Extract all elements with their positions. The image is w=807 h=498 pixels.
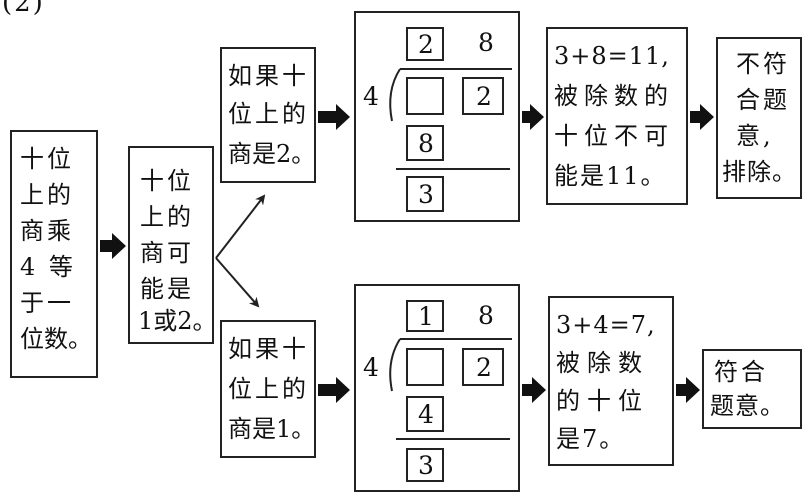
top-verdict-line-3: 意, [736,122,774,150]
bottom-result-line-4: 是7。 [556,425,626,453]
bottom-division-bar [400,338,512,340]
start-box-line-6: 位数。 [20,325,92,353]
possible-quotient-line-5: 1或2。 [138,307,217,335]
possible-quotient-line-2: 上的 [140,203,194,231]
bottom-result-line-1: 3+4=7, [556,311,656,339]
top-verdict-line-4: 排除。 [722,158,797,186]
start-box-line-4: 4 等 [20,253,76,281]
top-condition-box: 如果十 位上的 商是2。 [220,47,316,183]
possible-quotient-line-1: 十位 [140,167,194,195]
bottom-quotient-tens-box: 1 [406,300,444,332]
arrow-top-result-to-verdict [690,104,714,130]
arrow-start-to-possible [100,233,126,259]
arrow-fork-up [215,194,266,259]
top-result-line-1: 3+8=11, [554,42,670,70]
bottom-product: 4 [418,400,434,429]
bottom-result-line-3: 的十位 [556,387,649,415]
start-box-line-2: 上的 [20,181,74,209]
bottom-dividend-ones-box: 2 [462,348,504,386]
possible-quotient-box: 十位 上的 商可 能是 1或2。 [128,146,217,344]
top-result-line-2: 被除数的 [554,82,674,110]
top-dividend-tens-box [406,77,444,115]
bottom-remainder: 3 [418,451,434,480]
bottom-product-box: 4 [406,396,444,432]
arrow-bottom-result-to-verdict [676,377,700,403]
top-quotient-tens-box: 2 [406,27,444,61]
bottom-verdict-line-1: 符合 [714,358,768,386]
top-dividend-ones: 2 [476,82,492,111]
top-remainder-box: 3 [406,176,444,212]
bottom-dividend-tens-box [406,348,444,386]
top-product: 8 [418,129,434,158]
top-condition-line-2: 位上的 [228,100,309,128]
top-product-box: 8 [406,125,444,161]
bottom-condition-line-3: 商是1。 [228,415,316,443]
bottom-quotient-tens: 1 [418,302,434,331]
top-division-bracket [389,68,401,122]
bottom-quotient-ones: 8 [478,301,494,330]
arrow-fork-down [215,257,260,308]
start-box-line-1: 十位 [20,145,74,173]
problem-label: (2) [2,0,45,18]
arrow-top-cond-to-division [318,104,350,130]
top-divisor: 4 [363,82,379,111]
bottom-division-box: 1 8 4 2 4 3 [354,284,520,492]
bottom-dividend-ones: 2 [476,353,492,382]
top-division-box: 2 8 4 2 8 3 [354,11,520,222]
bottom-subtraction-line [396,438,510,440]
top-result-line-3: 十位不可 [554,122,674,150]
bottom-condition-line-1: 如果十 [228,335,309,363]
possible-quotient-line-3: 商可 [140,239,194,267]
bottom-divisor: 4 [363,353,379,382]
top-quotient-ones: 8 [478,28,494,57]
bottom-verdict-box: 符合 题意。 [702,349,802,429]
possible-quotient-line-4: 能是 [140,275,194,303]
arrow-bottom-cond-to-division [318,377,350,403]
top-verdict-line-2: 合题 [736,86,790,114]
top-verdict-box: 不符 合题 意, 排除。 [716,37,802,199]
bottom-division-bracket [389,338,401,392]
top-condition-line-1: 如果十 [228,62,309,90]
arrow-bottom-division-to-result [522,377,546,403]
start-box-line-3: 商乘 [20,217,74,245]
bottom-condition-line-2: 位上的 [228,375,309,403]
top-condition-line-3: 商是2。 [228,140,316,168]
bottom-result-box: 3+4=7, 被除数 的十位 是7。 [548,296,674,466]
start-box: 十位 上的 商乘 4 等 于一 位数。 [10,130,98,378]
bottom-remainder-box: 3 [406,448,444,482]
top-division-bar [400,68,512,70]
top-dividend-ones-box: 2 [462,77,504,115]
bottom-condition-box: 如果十 位上的 商是1。 [220,320,316,458]
top-result-line-4: 能是11。 [554,162,667,190]
top-subtraction-line [396,168,510,170]
top-quotient-tens: 2 [418,30,434,59]
top-verdict-line-1: 不符 [736,50,790,78]
top-remainder: 3 [418,180,434,209]
bottom-result-line-2: 被除数 [556,349,649,377]
bottom-verdict-line-2: 题意。 [710,392,785,420]
top-result-box: 3+8=11, 被除数的 十位不可 能是11。 [546,27,688,205]
start-box-line-5: 于一 [20,289,74,317]
arrow-top-division-to-result [522,104,544,130]
